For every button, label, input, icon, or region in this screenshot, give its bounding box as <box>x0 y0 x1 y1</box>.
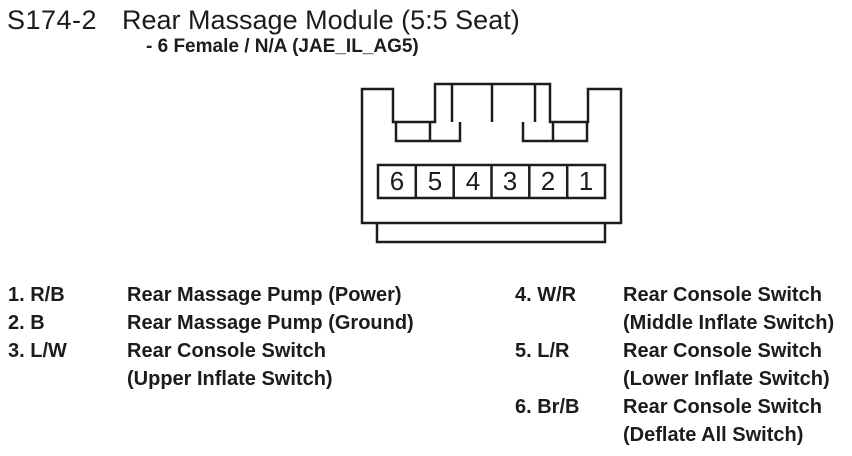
pin-entry-description: Rear Massage Pump (Power) <box>127 284 402 306</box>
pin-entry-description: Rear Console Switch <box>623 396 822 418</box>
pin-entry-label: 1. R/B <box>8 284 65 306</box>
cavity-number-6: 6 <box>390 166 404 196</box>
pin-entry-label: 6. Br/B <box>515 396 580 418</box>
cavity-dividers <box>414 165 569 198</box>
pin-entry-description: (Lower Inflate Switch) <box>623 368 830 390</box>
right-step-box <box>521 122 589 143</box>
connector-subtitle: - 6 Female / N/A (JAE_IL_AG5) <box>146 36 419 57</box>
pin-entry-label: 5. L/R <box>515 340 570 362</box>
pin-entry-description: Rear Console Switch <box>623 340 822 362</box>
pin-entry-description: (Deflate All Switch) <box>623 424 804 446</box>
pin-entry-description: (Upper Inflate Switch) <box>127 368 333 390</box>
left-step-box <box>394 122 462 143</box>
cavity-number-5: 5 <box>428 166 442 196</box>
connector-housing-outline <box>360 82 623 225</box>
pin-entry-label: 4. W/R <box>515 284 577 306</box>
cavity-number-3: 3 <box>503 166 517 196</box>
pin-entry-description: Rear Console Switch <box>127 340 326 362</box>
pin-entry-description: Rear Console Switch <box>623 284 822 306</box>
cavity-number-4: 4 <box>466 166 480 196</box>
page-title: Rear Massage Module (5:5 Seat) <box>122 5 520 35</box>
cavity-number-2: 2 <box>541 166 555 196</box>
pin-entry-description: (Middle Inflate Switch) <box>623 312 835 334</box>
pin-entry-label: 2. B <box>8 312 45 334</box>
cavity-number-1: 1 <box>579 166 593 196</box>
pin-entry-description: Rear Massage Pump (Ground) <box>127 312 414 334</box>
pin-entry-label: 3. L/W <box>8 340 67 362</box>
connector-id: S174-2 <box>7 5 98 35</box>
latch-block-dividers <box>450 84 537 122</box>
connector-base-plate <box>375 223 607 244</box>
